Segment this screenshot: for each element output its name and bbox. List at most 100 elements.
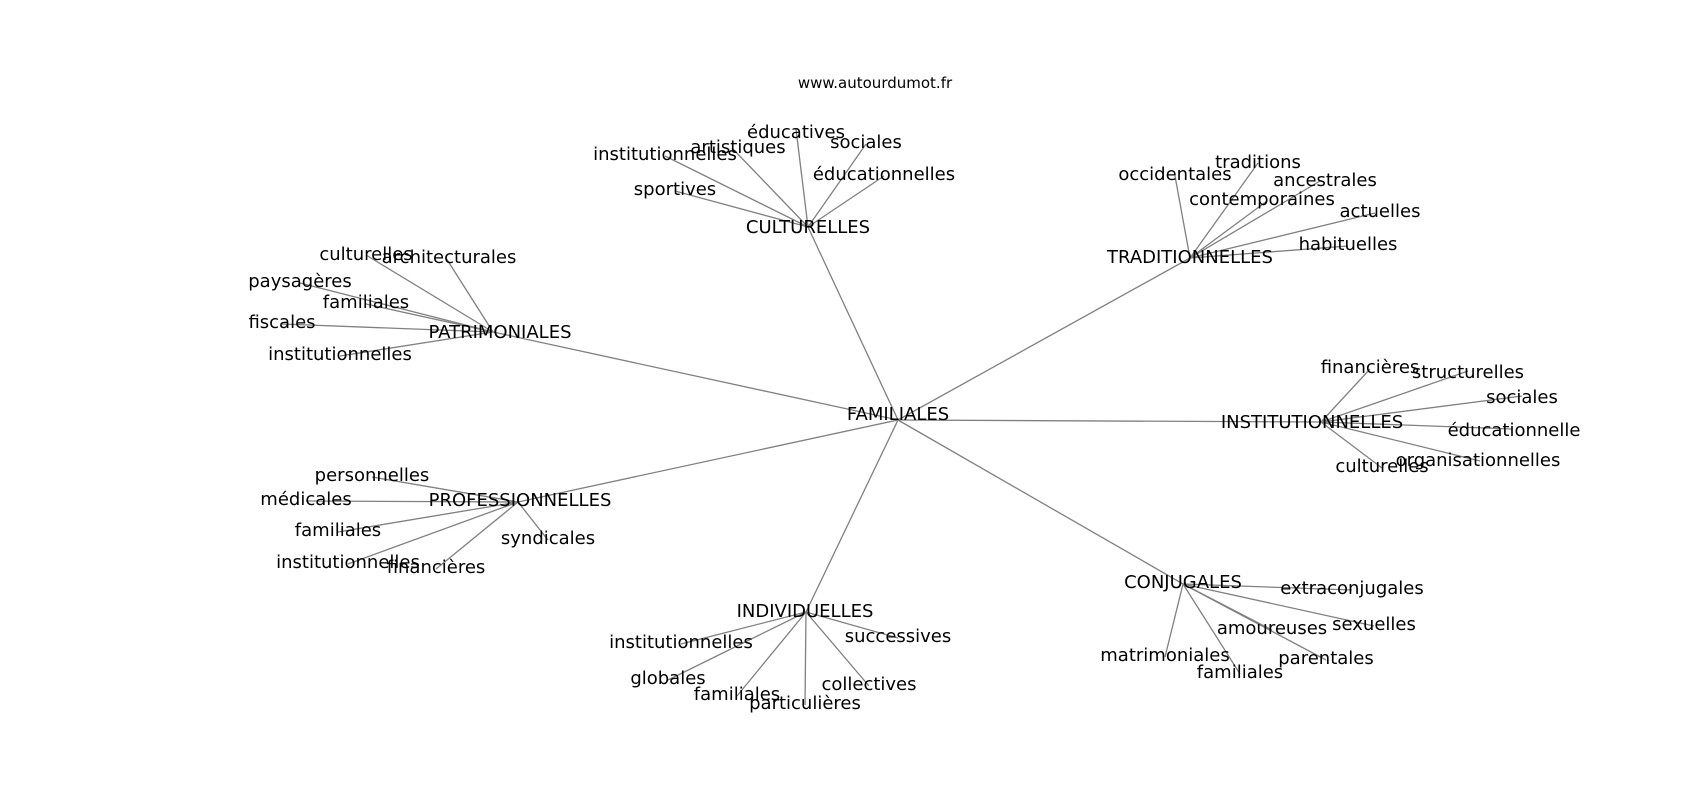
edge-professionnelles-leaf (435, 501, 519, 570)
edge-center-to-individuelles (805, 419, 899, 613)
edge-individuelles-leaf (680, 611, 807, 645)
leaf-node: éducationnelles (813, 164, 955, 185)
hub-node-individuelles: INDIVIDUELLES (737, 601, 874, 622)
edge-institutionnelles-leaf (1320, 421, 1383, 469)
edge-professionnelles-leaf (347, 501, 519, 565)
edge-individuelles-leaf (804, 611, 807, 706)
edge-individuelles-leaf (667, 611, 807, 681)
hub-node-patrimoniales: PATRIMONIALES (428, 322, 571, 343)
leaf-node: structurelles (1412, 362, 1524, 383)
edge-traditionnelles-leaf (1189, 212, 1376, 259)
leaf-node: financières (387, 557, 486, 578)
edge-center-to-institutionnelles (897, 419, 1322, 423)
leaf-node: sportives (634, 179, 716, 200)
leaf-node: médicales (260, 489, 351, 510)
leaf-node: globales (630, 668, 705, 689)
leaf-node: parentales (1278, 648, 1373, 669)
leaf-node: familiales (295, 520, 381, 541)
edge-traditionnelles-leaf (1189, 245, 1349, 259)
edge-conjugales-leaf (1182, 583, 1241, 675)
edge-professionnelles-leaf (305, 500, 519, 503)
leaf-node: éducationnelle (1448, 420, 1581, 441)
edge-institutionnelles-leaf (1320, 368, 1371, 423)
leaf-node: institutionnelles (268, 344, 412, 365)
edge-conjugales-leaf (1164, 583, 1184, 658)
edge-culturelles-leaf (731, 147, 809, 228)
edge-conjugales-leaf (1182, 583, 1353, 591)
edge-institutionnelles-leaf (1320, 395, 1523, 423)
leaf-node: collectives (821, 674, 916, 695)
leaf-node: sociales (830, 132, 902, 153)
leaf-node: habituelles (1299, 234, 1398, 255)
edge-culturelles-leaf (674, 190, 809, 228)
leaf-node: successives (845, 626, 952, 647)
edge-traditionnelles-leaf (1189, 180, 1321, 259)
leaf-node: extraconjugales (1280, 578, 1424, 599)
edge-center-to-conjugales (897, 419, 1184, 585)
edge-institutionnelles-leaf (1320, 370, 1469, 423)
leaf-node: particulières (749, 693, 861, 714)
hub-node-culturelles: CULTURELLES (746, 217, 870, 238)
leaf-node: institutionnelles (609, 632, 753, 653)
source-url: www.autourdumot.fr (798, 74, 953, 92)
edge-conjugales-leaf (1182, 583, 1375, 627)
edge-conjugales-leaf (1182, 583, 1327, 661)
center-node: FAMILIALES (847, 404, 949, 425)
leaf-node: institutionnelles (593, 144, 737, 165)
leaf-node: amoureuses (1217, 618, 1327, 639)
edge-culturelles-leaf (795, 128, 809, 228)
leaf-node: fiscales (248, 312, 315, 333)
edge-culturelles-leaf (664, 155, 809, 228)
leaf-node: ancestrales (1273, 170, 1377, 191)
edge-culturelles-leaf (807, 143, 867, 228)
hub-node-institutionnelles: INSTITUTIONNELLES (1221, 412, 1403, 433)
leaf-node: familiales (694, 684, 780, 705)
labels-layer: CULTURELLESéducativesartistiquesinstitut… (248, 74, 1580, 714)
edge-individuelles-leaf (805, 611, 870, 687)
edge-center-to-culturelles (807, 226, 899, 421)
leaf-node: matrimoniales (1100, 645, 1229, 666)
edge-professionnelles-leaf (371, 476, 519, 503)
leaf-node: éducatives (747, 122, 845, 143)
leaf-node: traditions (1215, 152, 1301, 173)
edge-traditionnelles-leaf (1189, 162, 1259, 259)
leaf-node: culturelles (319, 244, 412, 265)
leaf-node: syndicales (501, 528, 595, 549)
hub-node-conjugales: CONJUGALES (1124, 572, 1242, 593)
edge-center-to-professionnelles (517, 419, 899, 503)
hub-node-traditionnelles: TRADITIONNELLES (1106, 247, 1273, 268)
edge-patrimoniales-leaf (365, 254, 494, 333)
edge-patrimoniales-leaf (339, 331, 494, 357)
leaf-node: financières (1321, 357, 1420, 378)
leaf-node: organisationnelles (1396, 450, 1561, 471)
edge-professionnelles-leaf (337, 501, 519, 533)
leaf-node: paysagères (248, 271, 351, 292)
leaf-node: architecturales (382, 247, 517, 268)
edge-individuelles-leaf (805, 611, 899, 639)
leaf-node: culturelles (1335, 456, 1428, 477)
leaf-node: actuelles (1340, 201, 1421, 222)
edge-professionnelles-leaf (517, 501, 549, 541)
edge-center-to-traditionnelles (897, 257, 1191, 421)
leaf-node: institutionnelles (276, 552, 420, 573)
leaf-node: artistiques (690, 137, 785, 158)
leaf-node: contemporaines (1189, 189, 1335, 210)
edge-individuelles-leaf (736, 611, 807, 697)
hub-node-professionnelles: PROFESSIONNELLES (429, 490, 612, 511)
edge-patrimoniales-leaf (365, 303, 494, 333)
edge-patrimoniales-leaf (299, 282, 494, 333)
edge-traditionnelles-leaf (1189, 200, 1268, 259)
leaf-node: personnelles (315, 465, 430, 486)
edge-culturelles-leaf (807, 175, 885, 228)
leaf-node: sexuelles (1332, 614, 1416, 635)
edge-patrimoniales-leaf (445, 257, 494, 333)
edge-center-to-patrimoniales (492, 331, 899, 421)
leaf-node: familiales (323, 292, 409, 313)
leaf-node: occidentales (1118, 164, 1231, 185)
edge-traditionnelles-leaf (1174, 175, 1191, 259)
edge-institutionnelles-leaf (1320, 421, 1513, 430)
edge-institutionnelles-leaf (1320, 421, 1481, 462)
leaf-node: sociales (1486, 387, 1558, 408)
edge-patrimoniales-leaf (281, 323, 494, 333)
